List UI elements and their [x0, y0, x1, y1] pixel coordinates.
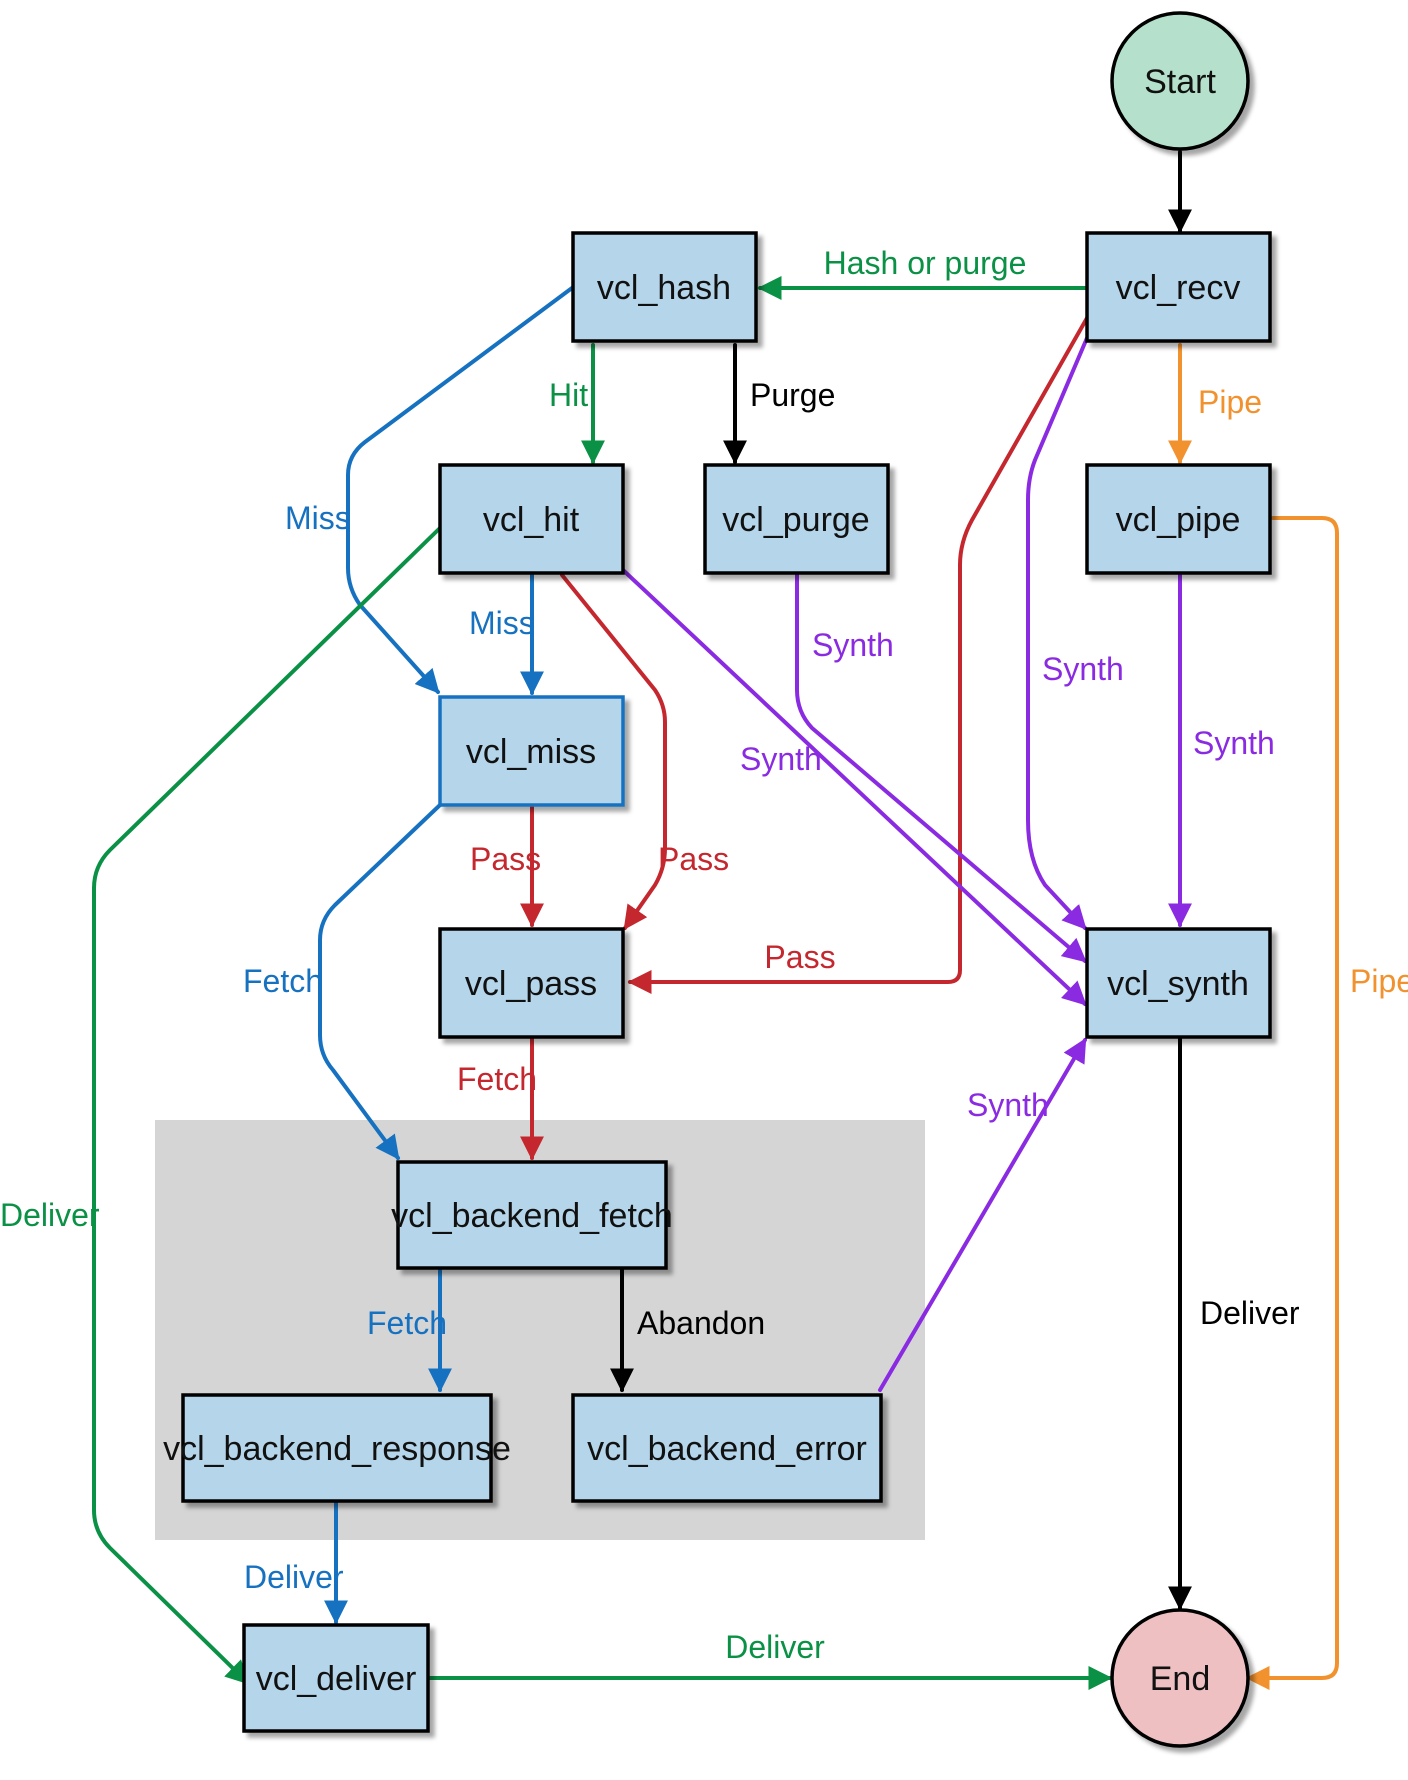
edge-hit-synth	[621, 568, 1087, 1006]
vcl-hit-box	[438, 463, 625, 575]
node-vcl-recv[interactable]: vcl_recv	[1085, 231, 1272, 343]
node-vcl-deliver[interactable]: vcl_deliver	[242, 1623, 430, 1733]
node-vcl-synth[interactable]: vcl_synth	[1085, 927, 1272, 1039]
edge-hash-miss	[346, 286, 574, 694]
node-vcl-pipe[interactable]: vcl_pipe	[1085, 463, 1272, 575]
end-circle	[1110, 1608, 1250, 1748]
label-hash-hit: Hit	[549, 377, 588, 413]
label-fetch-response: Fetch	[367, 1305, 447, 1341]
edge-labels: Hash or purge Pipe Synth Pass Hit Purge …	[0, 245, 1408, 1665]
label-recv-pipe: Pipe	[1198, 384, 1262, 420]
vcl-backend-error-box	[571, 1393, 883, 1503]
label-hit-pass: Pass	[658, 841, 729, 877]
label-hit-deliver: Deliver	[0, 1197, 100, 1233]
edge-recv-pass	[627, 316, 1089, 994]
label-miss-fetch: Fetch	[243, 963, 323, 999]
vcl-backend-response-box	[181, 1393, 493, 1503]
edges	[92, 150, 1339, 1690]
vcl-pass-label: vcl_pass	[465, 965, 597, 1003]
edge-pipe-end	[1245, 516, 1339, 1690]
vcl-pipe-label: vcl_pipe	[1116, 501, 1241, 539]
start-circle	[1110, 11, 1250, 151]
node-vcl-purge[interactable]: vcl_purge	[703, 463, 890, 575]
vcl-recv-box	[1085, 231, 1272, 343]
vcl-purge-box	[703, 463, 890, 575]
label-pass-fetch: Fetch	[457, 1061, 537, 1097]
label-hit-synth: Synth	[740, 741, 822, 777]
node-vcl-pass[interactable]: vcl_pass	[438, 927, 625, 1039]
vcl-backend-error-label: vcl_backend_error	[587, 1430, 867, 1468]
label-error-synth: Synth	[967, 1087, 1049, 1123]
vcl-hit-label: vcl_hit	[483, 501, 580, 539]
node-vcl-backend-error[interactable]: vcl_backend_error	[571, 1393, 883, 1503]
edge-purge-synth	[795, 573, 1087, 963]
edge-recv-synth	[1026, 336, 1089, 930]
node-vcl-backend-fetch[interactable]: vcl_backend_fetch	[391, 1160, 673, 1270]
vcl-pass-box	[438, 927, 625, 1039]
end-label: End	[1150, 1660, 1211, 1698]
vcl-deliver-label: vcl_deliver	[256, 1660, 417, 1698]
edge-error-synth	[878, 1037, 1087, 1392]
vcl-recv-label: vcl_recv	[1116, 269, 1241, 307]
edge-miss-fetch	[318, 803, 442, 1160]
vcl-synth-label: vcl_synth	[1107, 965, 1249, 1003]
label-response-deliver: Deliver	[244, 1559, 344, 1595]
vcl-miss-box	[438, 695, 625, 807]
vcl-backend-fetch-box	[396, 1160, 668, 1270]
label-fetch-error: Abandon	[637, 1305, 765, 1341]
vcl-hash-label: vcl_hash	[597, 269, 731, 307]
start-label: Start	[1144, 63, 1216, 101]
node-start[interactable]: Start	[1110, 11, 1250, 151]
vcl-hash-box	[571, 231, 758, 343]
edge-hit-pass	[560, 573, 667, 930]
label-pipe-synth: Synth	[1193, 725, 1275, 761]
vcl-deliver-box	[242, 1623, 430, 1733]
label-purge-synth: Synth	[812, 627, 894, 663]
vcl-synth-box	[1085, 927, 1272, 1039]
label-hash-purge: Purge	[750, 377, 835, 413]
label-pipe-end: Pipe	[1350, 963, 1408, 999]
label-recv-hash: Hash or purge	[824, 245, 1027, 281]
label-hit-miss: Miss	[469, 605, 535, 641]
label-recv-pass: Pass	[764, 939, 835, 975]
vcl-backend-fetch-label: vcl_backend_fetch	[391, 1197, 673, 1235]
node-end[interactable]: End	[1110, 1608, 1250, 1748]
nodes: Start vcl_recv vcl_hash vcl_hit vcl_purg…	[163, 11, 1272, 1748]
label-hash-miss: Miss	[285, 500, 351, 536]
label-miss-pass: Pass	[470, 841, 541, 877]
label-deliver-end: Deliver	[725, 1629, 825, 1665]
label-recv-synth: Synth	[1042, 651, 1124, 687]
vcl-purge-label: vcl_purge	[722, 501, 869, 539]
vcl-backend-response-label: vcl_backend_response	[163, 1430, 511, 1468]
node-vcl-backend-response[interactable]: vcl_backend_response	[163, 1393, 511, 1503]
node-vcl-hash[interactable]: vcl_hash	[571, 231, 758, 343]
node-vcl-hit[interactable]: vcl_hit	[438, 463, 625, 575]
label-synth-end: Deliver	[1200, 1295, 1300, 1331]
edge-hit-deliver	[92, 526, 442, 1685]
vcl-miss-label: vcl_miss	[466, 733, 596, 771]
vcl-pipe-box	[1085, 463, 1272, 575]
node-vcl-miss[interactable]: vcl_miss	[438, 695, 625, 807]
